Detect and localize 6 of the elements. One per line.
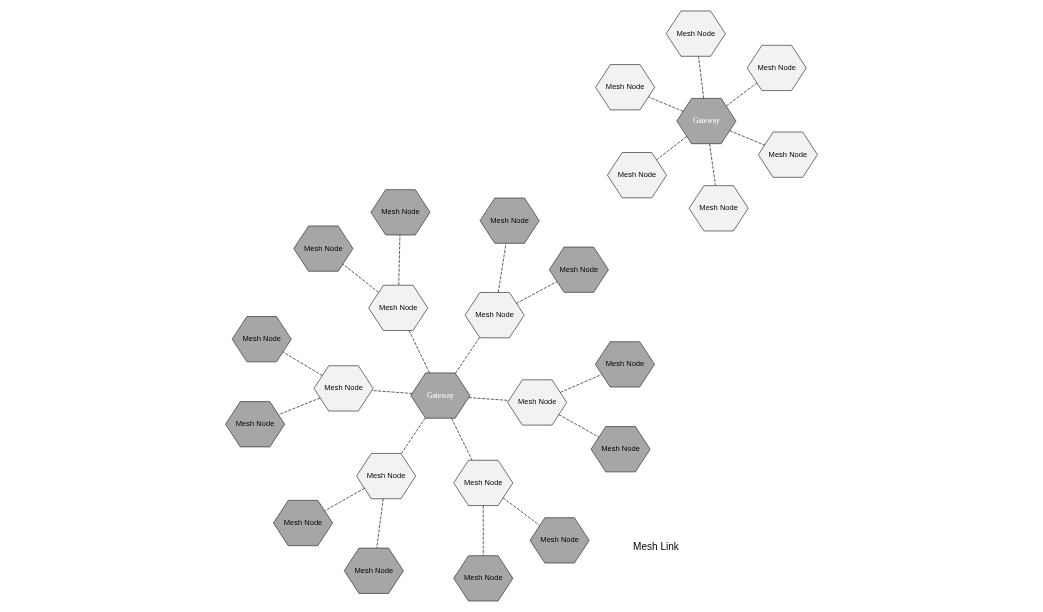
connector <box>726 82 758 107</box>
connector <box>482 505 484 556</box>
connector <box>451 417 473 461</box>
legend-label: Mesh Link <box>633 540 679 552</box>
connector <box>371 390 413 394</box>
connector <box>559 374 603 393</box>
